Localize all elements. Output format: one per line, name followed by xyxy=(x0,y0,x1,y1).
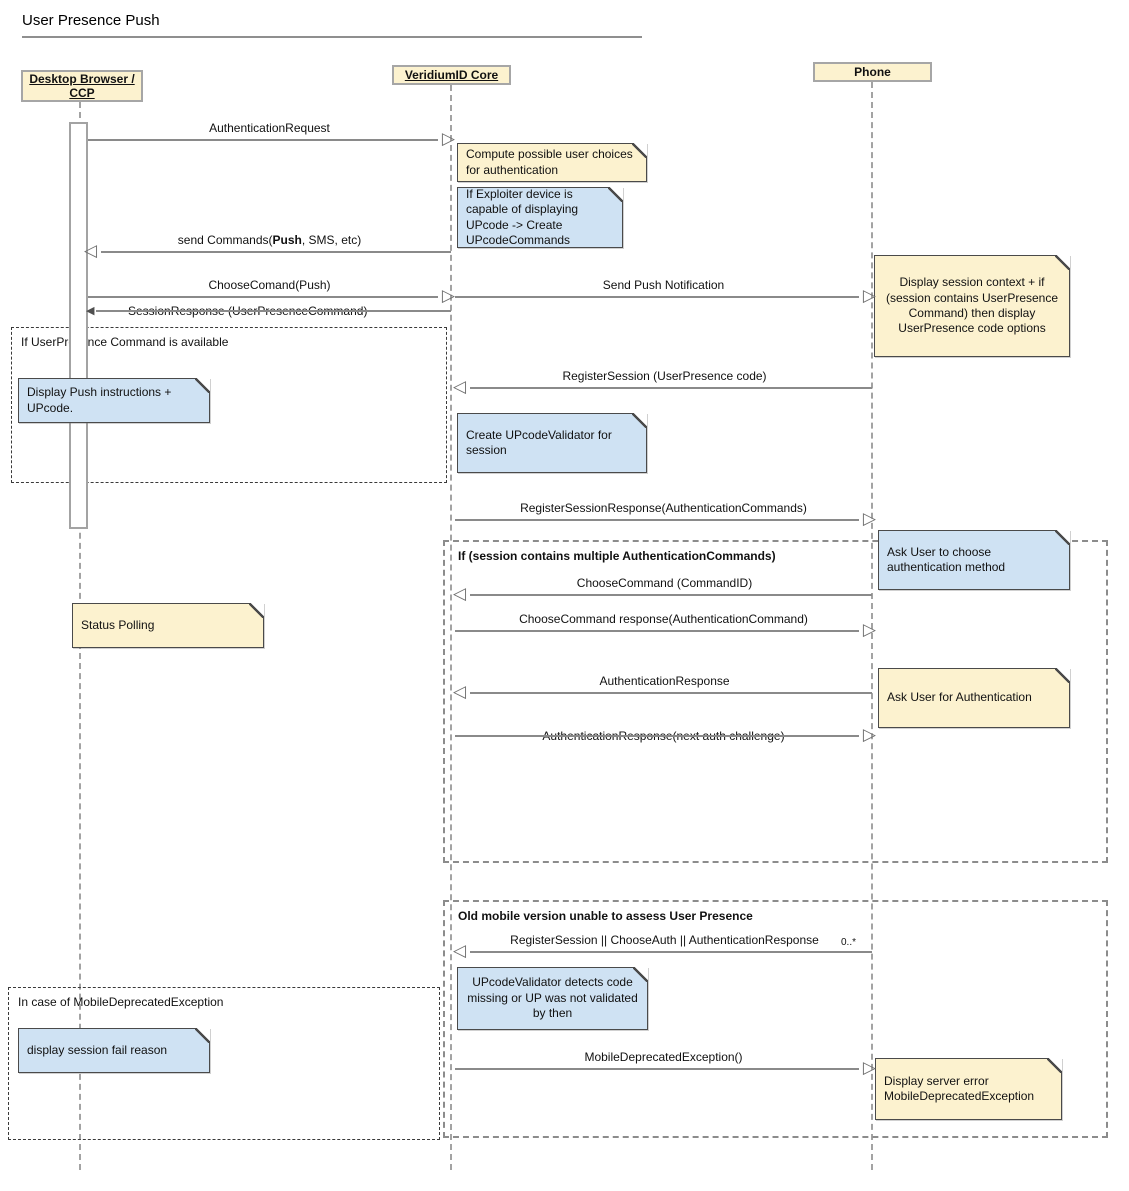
actor-phone-label: Phone xyxy=(854,64,891,79)
arrowhead-right-icon: ▷ xyxy=(441,286,455,306)
actor-phone: Phone xyxy=(813,62,932,82)
note-status-polling: Status Polling xyxy=(72,603,264,648)
message-line xyxy=(101,251,451,253)
arrowhead-left-icon: ◁ xyxy=(453,377,467,397)
fragment-label: Old mobile version unable to assess User… xyxy=(458,909,753,923)
lifeline-phone xyxy=(871,82,873,1170)
message-line xyxy=(455,296,859,298)
message-label: send Commands(Push, SMS, etc) xyxy=(88,233,451,247)
note-text: Display Push instructions + UPcode. xyxy=(27,385,172,415)
message-line xyxy=(96,310,451,312)
arrowhead-right-icon: ▷ xyxy=(862,509,876,529)
arrowhead-left-icon: ◁ xyxy=(453,941,467,961)
note-text: If Exploiter device is capable of displa… xyxy=(466,186,579,247)
message-label: AuthenticationRequest xyxy=(209,121,330,135)
activation-bar-desktop xyxy=(69,122,88,529)
message-line xyxy=(470,692,872,694)
message-line xyxy=(455,735,859,737)
note-display-server-error: Display server error MobileDeprecatedExc… xyxy=(875,1058,1062,1120)
note-create-upcode-validator: Create UPcodeValidator for session xyxy=(457,413,647,473)
message-label: ChooseCommand response(AuthenticationCom… xyxy=(519,612,808,626)
note-compute-choices: Compute possible user choices for authen… xyxy=(457,143,647,182)
message-line xyxy=(88,139,438,141)
message-line xyxy=(88,296,438,298)
arrowhead-right-icon: ▷ xyxy=(862,725,876,745)
actor-core-label: VeridiumID Core xyxy=(404,67,499,82)
note-text: Display server error MobileDeprecatedExc… xyxy=(884,1073,1035,1103)
note-exploiter-device: If Exploiter device is capable of displa… xyxy=(457,187,623,248)
note-text: Ask User for Authentication xyxy=(887,690,1032,705)
fragment-mobile-deprecated-exception: In case of MobileDeprecatedException xyxy=(8,987,440,1140)
note-text: Ask User to choose authentication method xyxy=(887,544,1006,574)
note-display-push-instructions: Display Push instructions + UPcode. xyxy=(18,378,210,423)
message-line xyxy=(470,951,872,953)
message-label: RegisterSession (UserPresence code) xyxy=(562,369,767,383)
actor-veridiumid-core: VeridiumID Core xyxy=(392,65,511,85)
arrowhead-left-icon: ◁ xyxy=(84,241,98,261)
multiplicity-label: 0..* xyxy=(840,937,856,948)
label-part: send Commands( xyxy=(177,233,273,247)
arrowhead-right-icon: ▷ xyxy=(862,286,876,306)
message-line xyxy=(470,594,872,596)
message-line xyxy=(470,387,872,389)
lifeline-core xyxy=(450,85,452,1170)
note-display-session-fail: display session fail reason xyxy=(18,1028,210,1073)
fragment-label: In case of MobileDeprecatedException xyxy=(18,995,224,1009)
label-part-bold: Push xyxy=(272,233,302,247)
message-line xyxy=(455,1068,859,1070)
arrowhead-left-filled-icon: ◀ xyxy=(86,304,95,317)
note-ask-user-choose: Ask User to choose authentication method xyxy=(878,530,1070,590)
note-text: UPcodeValidator detects code missing or … xyxy=(467,975,638,1021)
note-text: display session fail reason xyxy=(27,1042,168,1057)
note-text: Create UPcodeValidator for session xyxy=(466,427,612,457)
note-upcode-validator-detects: UPcodeValidator detects code missing or … xyxy=(457,967,648,1030)
message-label: RegisterSessionResponse(AuthenticationCo… xyxy=(520,501,807,515)
message-line xyxy=(455,519,859,521)
note-text: Display session context + if (session co… xyxy=(885,275,1059,336)
message-label: RegisterSession || ChooseAuth || Authent… xyxy=(510,933,819,947)
label-part: , SMS, etc) xyxy=(301,233,362,247)
title-underline xyxy=(22,36,642,38)
message-label: ChooseComand(Push) xyxy=(208,278,331,292)
fragment-label: If (session contains multiple Authentica… xyxy=(458,549,776,563)
arrowhead-right-icon: ▷ xyxy=(441,129,455,149)
fragment-old-mobile-version: Old mobile version unable to assess User… xyxy=(443,900,1108,1138)
note-ask-user-auth: Ask User for Authentication xyxy=(878,668,1070,728)
arrowhead-left-icon: ◁ xyxy=(453,584,467,604)
actor-desktop-browser-ccp: Desktop Browser / CCP xyxy=(21,70,143,102)
message-label: ChooseCommand (CommandID) xyxy=(576,576,753,590)
actor-desktop-label: Desktop Browser / CCP xyxy=(29,71,135,100)
fragment-multiple-auth-commands: If (session contains multiple Authentica… xyxy=(443,540,1108,863)
diagram-title: User Presence Push xyxy=(22,12,160,29)
arrowhead-left-icon: ◁ xyxy=(453,682,467,702)
arrowhead-right-icon: ▷ xyxy=(862,1058,876,1078)
arrowhead-right-icon: ▷ xyxy=(862,620,876,640)
message-label: AuthenticationResponse xyxy=(599,674,730,688)
message-label: Send Push Notification xyxy=(602,278,725,292)
note-text: Compute possible user choices for authen… xyxy=(466,147,633,177)
note-display-session-context: Display session context + if (session co… xyxy=(874,255,1070,357)
message-line xyxy=(455,630,859,632)
note-text: Status Polling xyxy=(81,617,155,632)
message-label: MobileDeprecatedException() xyxy=(584,1050,743,1064)
